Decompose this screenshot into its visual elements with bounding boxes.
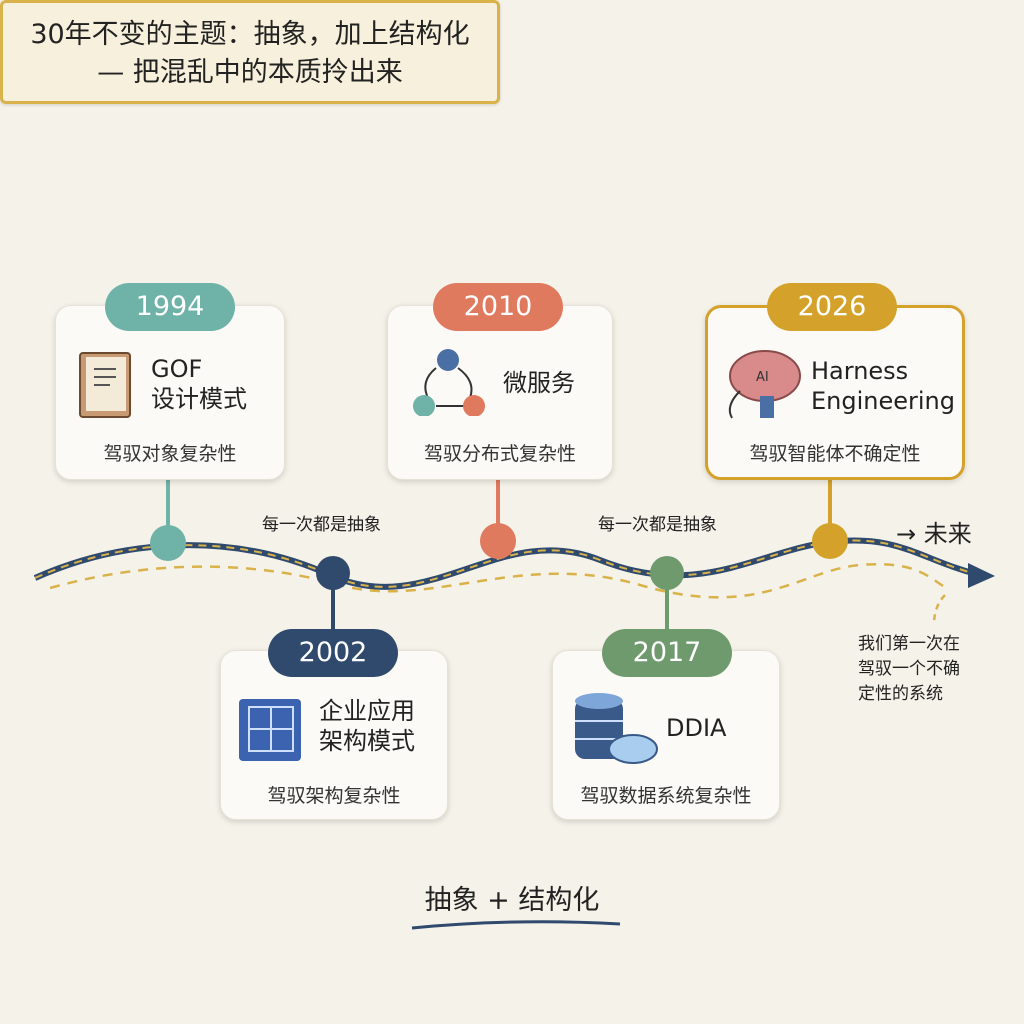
milestone-desc: 驾驭数据系统复杂性 [580, 785, 752, 807]
abstraction-label: 每一次都是抽象 [598, 515, 717, 535]
dot-2017 [650, 556, 684, 590]
arrow-head [968, 563, 995, 588]
milestone-desc: 驾驭分布式复杂性 [423, 443, 576, 465]
dot-2002 [316, 556, 350, 590]
card-2017: DDIA 驾驭数据系统复杂性 [552, 650, 780, 820]
title-line1: 30年不变的主题：抽象，加上结构化 [30, 19, 470, 50]
abstraction-label: 每一次都是抽象 [262, 515, 381, 535]
microservices-icon [413, 349, 485, 416]
database-cloud-icon [575, 693, 658, 764]
card-2002: 企业应用架构模式 驾驭架构复杂性 [220, 650, 448, 820]
card-2010: 微服务 驾驭分布式复杂性 [387, 305, 613, 480]
dashed-path [49, 562, 951, 599]
title-banner: 30年不变的主题：抽象，加上结构化 — 把混乱中的本质拎出来 [0, 0, 500, 104]
milestone-desc: 驾驭对象复杂性 [103, 443, 237, 465]
ai-brain-icon: AI [728, 350, 801, 419]
dot-2026 [812, 523, 848, 559]
year-tag-1994: 1994 [105, 283, 235, 331]
title-line2: — 把混乱中的本质拎出来 [97, 57, 403, 88]
dot-1994 [150, 525, 186, 561]
milestone-desc: 驾驭智能体不确定性 [749, 443, 921, 465]
milestone-name: 企业应用架构模式 [319, 697, 415, 755]
year-tag-2017: 2017 [602, 629, 732, 677]
blueprint-icon [239, 699, 301, 761]
dot-2010 [480, 523, 516, 559]
future-label: → 未来 [896, 520, 972, 548]
milestone-name: 微服务 [503, 369, 575, 397]
year-tag-2010: 2010 [433, 283, 563, 331]
milestone-name: DDIA [666, 714, 727, 742]
year-tag-2026: 2026 [767, 283, 897, 331]
year-tag-2002: 2002 [268, 629, 398, 677]
book-icon [79, 352, 131, 418]
footer-text: 抽象 + 结构化 [424, 885, 600, 916]
svg-text:AI: AI [756, 370, 769, 385]
footer-underline [411, 920, 621, 930]
future-note: 我们第一次在驾驭一个不确定性的系统 [858, 634, 960, 704]
milestone-desc: 驾驭架构复杂性 [267, 785, 401, 807]
